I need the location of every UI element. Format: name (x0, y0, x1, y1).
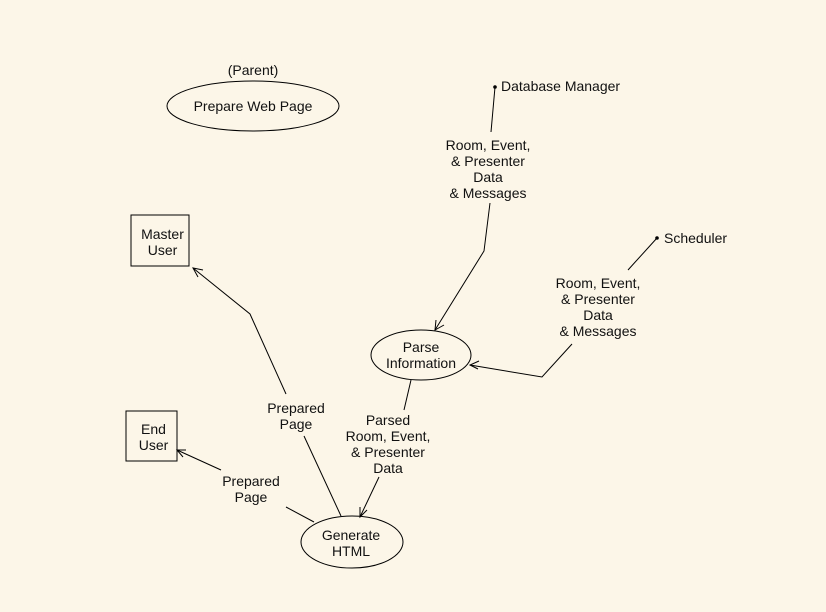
parent-process-ellipse (166, 80, 340, 132)
master-user-label: Master User (141, 226, 184, 258)
end-user-label: End User (138, 421, 169, 453)
flow-label-generate-to-end: Prepared Page (222, 473, 280, 505)
parent-process-label: Prepare Web Page (193, 98, 313, 114)
parse-information-ellipse (370, 329, 472, 381)
master-user-box (130, 214, 190, 267)
generate-html-label: Generate HTML (321, 527, 381, 559)
parent-tag-label: (Parent) (227, 62, 279, 78)
flow-label-generate-to-master: Prepared Page (267, 400, 325, 432)
flow-generate-to-end (175, 449, 315, 523)
parse-information-label: Parse Information (385, 339, 457, 371)
generate-html-ellipse (300, 515, 404, 569)
flow-label-db-to-parse: Room, Event, & Presenter Data & Messages (445, 137, 531, 201)
flow-label-scheduler-to-parse: Room, Event, & Presenter Data & Messages (555, 275, 641, 339)
database-manager-label: Database Manager (501, 78, 621, 94)
flow-db-to-parse (434, 86, 496, 331)
flow-generate-to-master (192, 267, 342, 517)
flow-label-parse-to-generate: Parsed Room, Event, & Presenter Data (345, 412, 431, 476)
scheduler-label: Scheduler (664, 230, 728, 246)
flow-scheduler-to-parse (468, 237, 658, 378)
flow-parse-to-generate (359, 379, 412, 519)
end-user-box (125, 410, 178, 462)
